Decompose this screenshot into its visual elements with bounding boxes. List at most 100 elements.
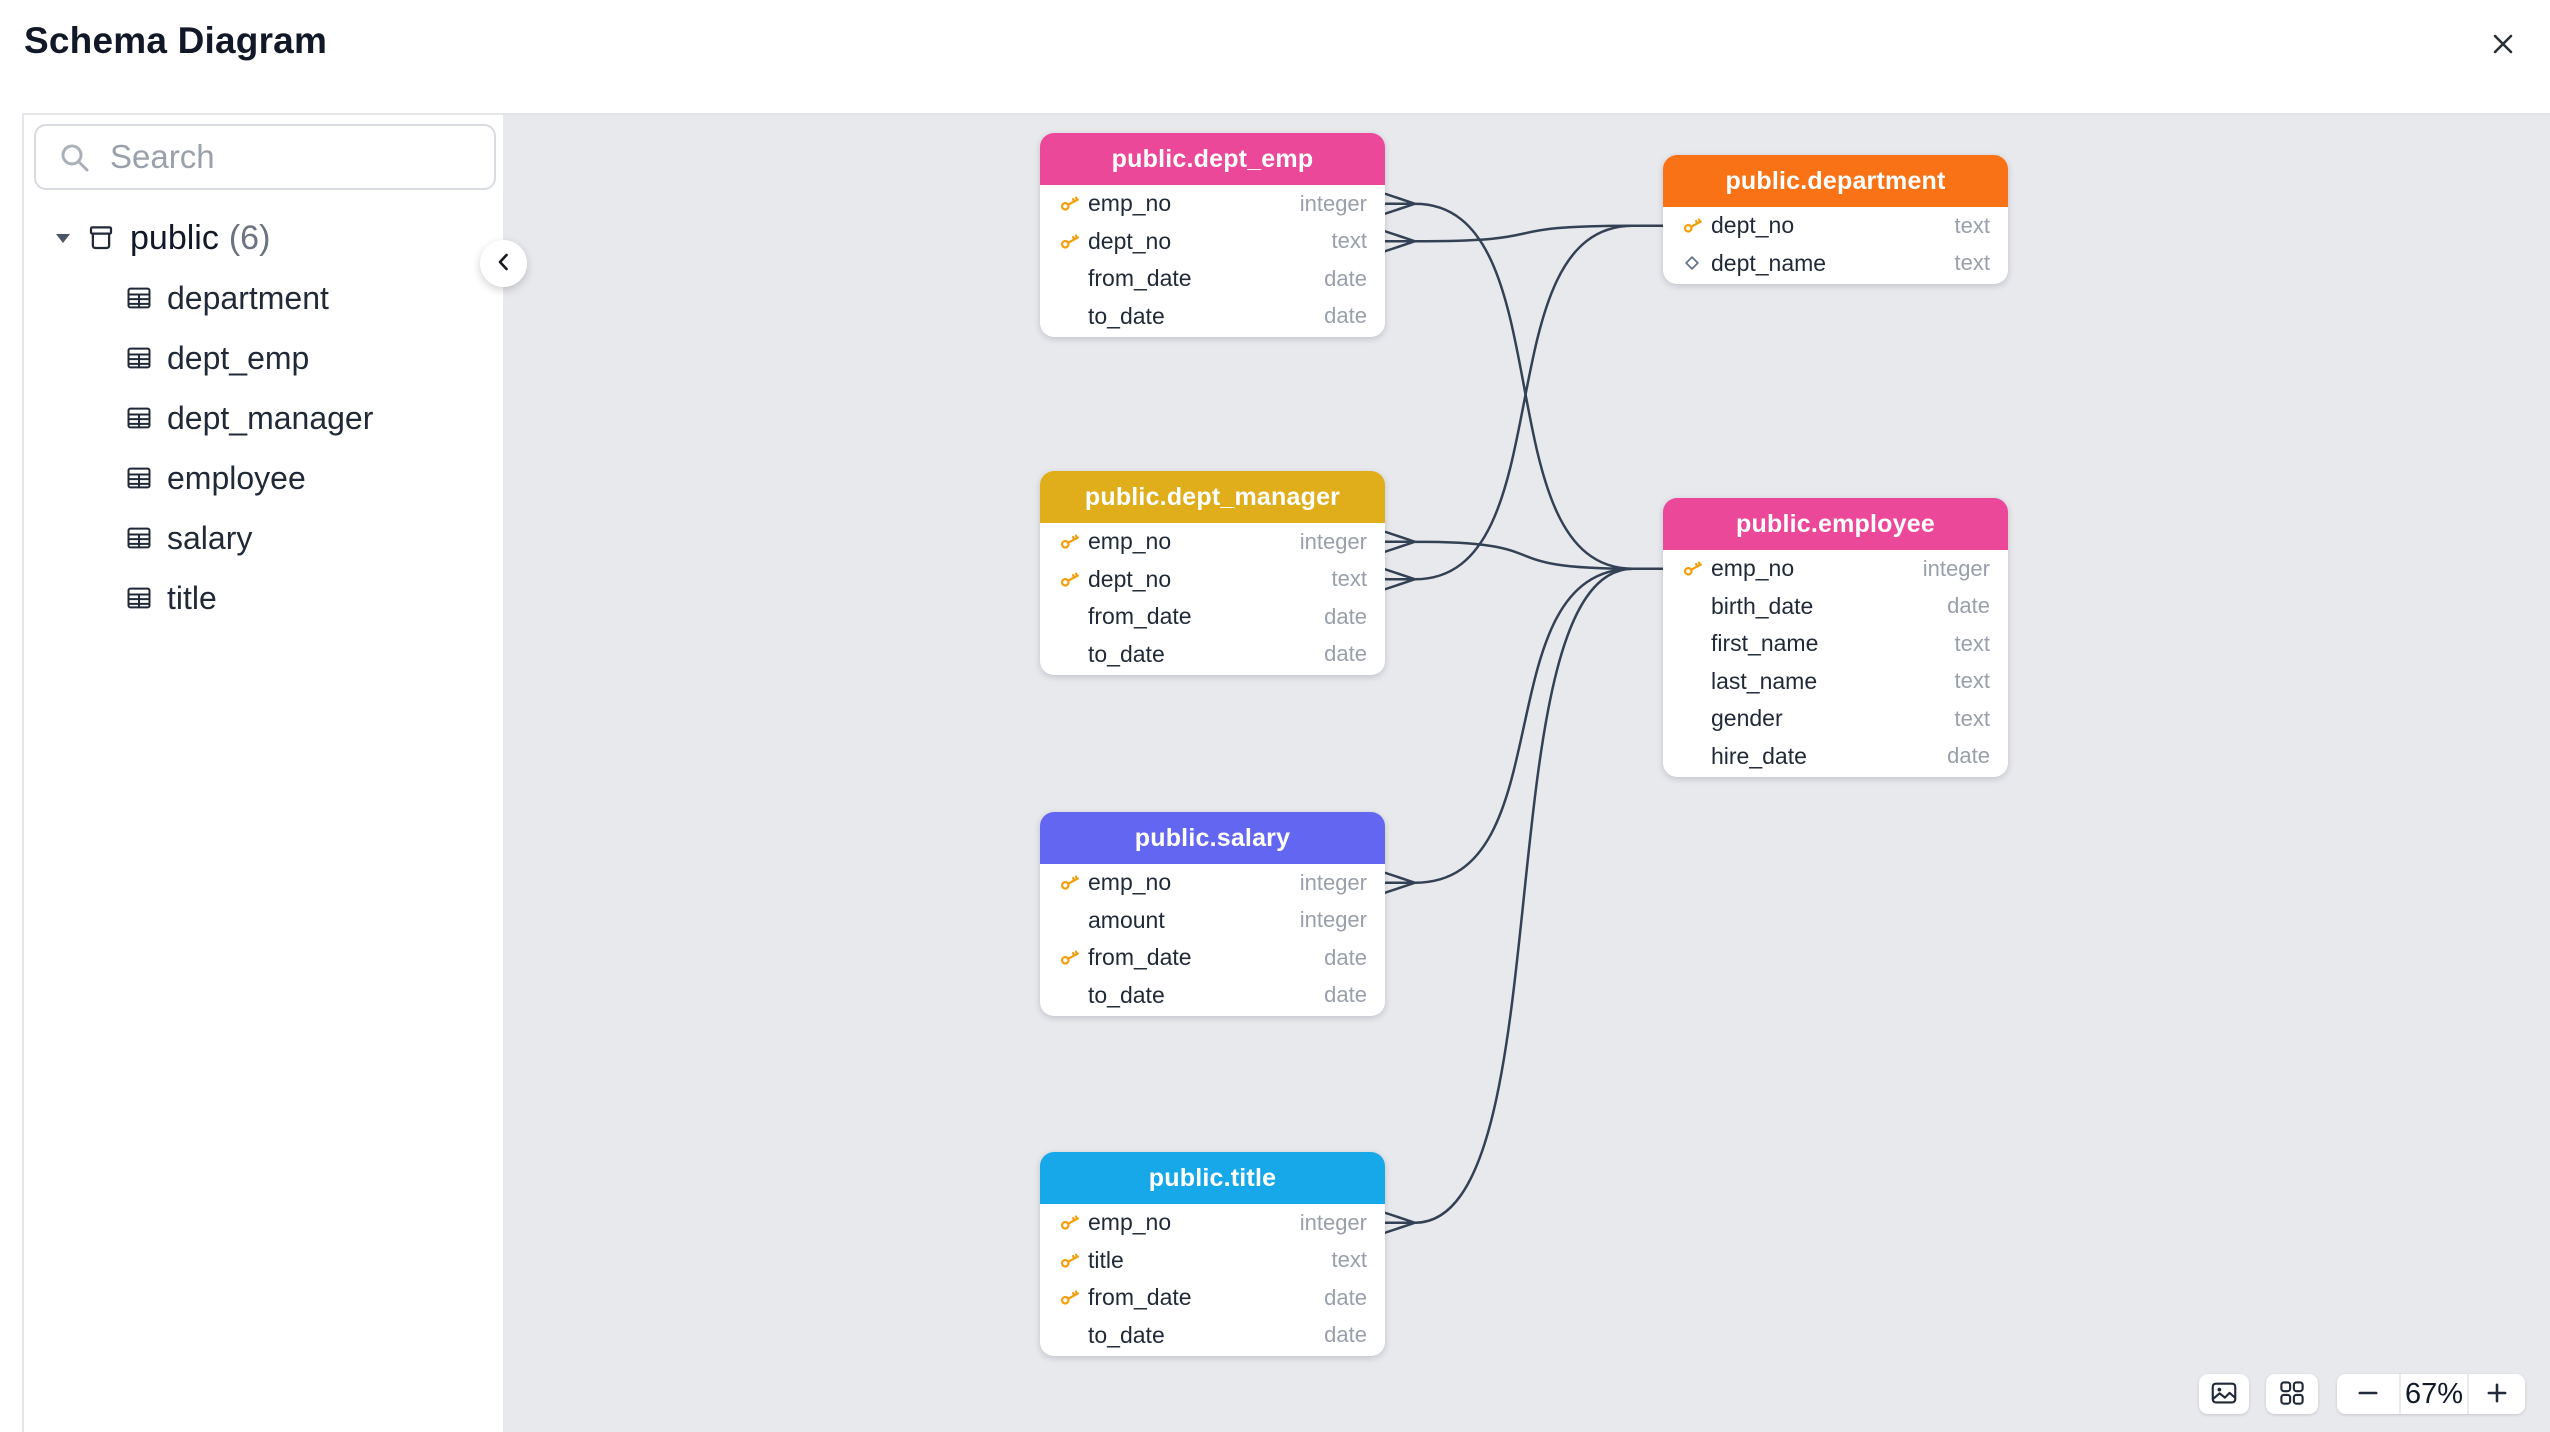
schema-icon bbox=[86, 223, 116, 253]
table-column-row[interactable]: emp_no integer bbox=[1040, 185, 1385, 223]
zoom-in-button[interactable] bbox=[2469, 1374, 2525, 1414]
column-icon bbox=[1681, 668, 1711, 694]
unique-key-icon bbox=[1681, 250, 1711, 276]
column-name: hire_date bbox=[1711, 742, 1807, 769]
search-input[interactable] bbox=[34, 124, 496, 190]
column-type: text bbox=[1954, 705, 1990, 731]
column-type: text bbox=[1331, 566, 1367, 592]
column-type: text bbox=[1954, 250, 1990, 276]
table-column-row[interactable]: emp_no integer bbox=[1040, 523, 1385, 561]
table-column-row[interactable]: dept_no text bbox=[1040, 223, 1385, 261]
table-column-row[interactable]: from_date date bbox=[1040, 1279, 1385, 1317]
table-column-row[interactable]: emp_no integer bbox=[1663, 550, 2008, 588]
primary-key-icon bbox=[1058, 945, 1088, 971]
table-card-header[interactable]: public.department bbox=[1663, 155, 2008, 207]
column-name: from_date bbox=[1088, 265, 1192, 292]
column-type: text bbox=[1331, 1247, 1367, 1273]
table-column-row[interactable]: to_date date bbox=[1040, 977, 1385, 1015]
column-type: text bbox=[1954, 630, 1990, 656]
primary-key-icon bbox=[1058, 1285, 1088, 1311]
schema-tree: public (6) department dept_emp dept_mana… bbox=[24, 208, 503, 628]
column-name: dept_no bbox=[1088, 227, 1172, 254]
chevron-left-icon bbox=[492, 250, 516, 277]
table-column-row[interactable]: from_date date bbox=[1040, 598, 1385, 636]
sidebar-table-item[interactable]: salary bbox=[24, 508, 503, 568]
column-name: to_date bbox=[1088, 640, 1165, 667]
sidebar-collapse-button[interactable] bbox=[480, 240, 527, 287]
zoom-out-button[interactable] bbox=[2337, 1374, 2399, 1414]
table-icon bbox=[125, 524, 153, 552]
sidebar-table-label: title bbox=[167, 579, 217, 616]
column-type: date bbox=[1324, 303, 1367, 329]
table-card-body: emp_no integer amount integer from_date … bbox=[1040, 864, 1385, 1016]
column-icon bbox=[1058, 1322, 1088, 1348]
table-card-body: emp_no integer title text from_date date… bbox=[1040, 1204, 1385, 1356]
snapshot-button[interactable] bbox=[2199, 1374, 2249, 1414]
column-type: date bbox=[1324, 603, 1367, 629]
table-card[interactable]: public.salary emp_no integer amount inte… bbox=[1040, 812, 1385, 1016]
grid-icon bbox=[2277, 1378, 2307, 1411]
column-icon bbox=[1681, 593, 1711, 619]
table-card-header[interactable]: public.salary bbox=[1040, 812, 1385, 864]
table-column-row[interactable]: gender text bbox=[1663, 700, 2008, 738]
minimap-button[interactable] bbox=[2266, 1374, 2318, 1414]
table-column-row[interactable]: from_date date bbox=[1040, 260, 1385, 298]
column-type: date bbox=[1947, 593, 1990, 619]
column-icon bbox=[1058, 303, 1088, 329]
tree-node-public-schema[interactable]: public (6) bbox=[24, 208, 503, 268]
table-card[interactable]: public.dept_emp emp_no integer dept_no t… bbox=[1040, 133, 1385, 337]
sidebar-table-item[interactable]: dept_emp bbox=[24, 328, 503, 388]
table-icon bbox=[125, 584, 153, 612]
sidebar-table-item[interactable]: dept_manager bbox=[24, 388, 503, 448]
schema-name: public bbox=[130, 218, 219, 257]
table-card-header[interactable]: public.title bbox=[1040, 1152, 1385, 1204]
close-button[interactable] bbox=[2480, 22, 2526, 68]
search-box bbox=[34, 124, 496, 190]
table-column-row[interactable]: amount integer bbox=[1040, 902, 1385, 940]
table-column-row[interactable]: dept_no text bbox=[1663, 207, 2008, 245]
table-column-row[interactable]: to_date date bbox=[1040, 298, 1385, 336]
table-icon bbox=[125, 404, 153, 432]
table-column-row[interactable]: first_name text bbox=[1663, 625, 2008, 663]
caret-down-icon[interactable] bbox=[46, 227, 80, 249]
column-type: date bbox=[1324, 982, 1367, 1008]
diagram-canvas[interactable] bbox=[503, 113, 2550, 1432]
table-column-row[interactable]: title text bbox=[1040, 1242, 1385, 1280]
sidebar-table-item[interactable]: department bbox=[24, 268, 503, 328]
column-type: date bbox=[1947, 743, 1990, 769]
table-card[interactable]: public.employee emp_no integer birth_dat… bbox=[1663, 498, 2008, 777]
column-type: integer bbox=[1299, 869, 1367, 895]
sidebar-table-item[interactable]: employee bbox=[24, 448, 503, 508]
column-type: text bbox=[1954, 212, 1990, 238]
table-column-row[interactable]: from_date date bbox=[1040, 939, 1385, 977]
column-type: integer bbox=[1299, 1209, 1367, 1235]
table-card[interactable]: public.title emp_no integer title text f… bbox=[1040, 1152, 1385, 1356]
table-column-row[interactable]: dept_no text bbox=[1040, 561, 1385, 599]
table-column-row[interactable]: dept_name text bbox=[1663, 245, 2008, 283]
table-card-body: emp_no integer birth_date date first_nam… bbox=[1663, 550, 2008, 777]
table-card[interactable]: public.department dept_no text dept_name… bbox=[1663, 155, 2008, 284]
table-column-row[interactable]: birth_date date bbox=[1663, 588, 2008, 626]
picture-icon bbox=[2209, 1378, 2239, 1411]
table-column-row[interactable]: to_date date bbox=[1040, 1317, 1385, 1355]
table-column-row[interactable]: emp_no integer bbox=[1040, 864, 1385, 902]
table-card-body: emp_no integer dept_no text from_date da… bbox=[1040, 185, 1385, 337]
zoom-level[interactable]: 67% bbox=[2399, 1374, 2469, 1414]
column-name: first_name bbox=[1711, 630, 1819, 657]
primary-key-icon bbox=[1681, 556, 1711, 582]
table-card[interactable]: public.dept_manager emp_no integer dept_… bbox=[1040, 471, 1385, 675]
table-column-row[interactable]: emp_no integer bbox=[1040, 1204, 1385, 1242]
table-card-header[interactable]: public.dept_manager bbox=[1040, 471, 1385, 523]
sidebar-table-item[interactable]: title bbox=[24, 568, 503, 628]
column-type: date bbox=[1324, 944, 1367, 970]
column-type: integer bbox=[1299, 528, 1367, 554]
table-card-header[interactable]: public.dept_emp bbox=[1040, 133, 1385, 185]
table-column-row[interactable]: to_date date bbox=[1040, 636, 1385, 674]
column-name: to_date bbox=[1088, 1321, 1165, 1348]
column-icon bbox=[1058, 604, 1088, 630]
table-card-header[interactable]: public.employee bbox=[1663, 498, 2008, 550]
sidebar-table-label: department bbox=[167, 279, 329, 316]
table-column-row[interactable]: hire_date date bbox=[1663, 738, 2008, 776]
table-column-row[interactable]: last_name text bbox=[1663, 663, 2008, 701]
sidebar-table-label: employee bbox=[167, 459, 306, 496]
